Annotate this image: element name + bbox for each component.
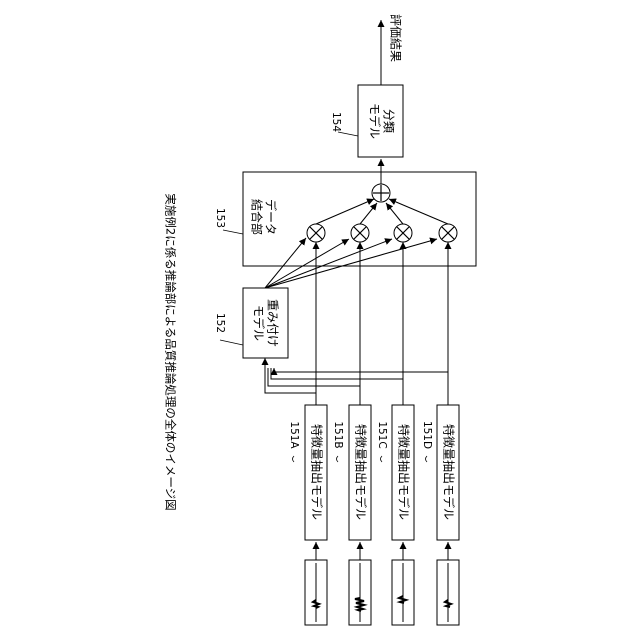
weighting-model-box: 重み付け モデル xyxy=(243,288,288,358)
multiply-circle-icon xyxy=(351,224,369,242)
feature-extractor-label: 特徴量抽出モデル xyxy=(354,424,369,520)
ref-label-151b: 151B xyxy=(332,421,344,448)
weighting-model-label-line1: 重み付け xyxy=(266,299,280,347)
multiply-circle-icon xyxy=(439,224,457,242)
feature-extractor-d: 特徴量抽出モデル xyxy=(437,405,459,540)
figure-caption: 実施例2に係る推論部による品質推論処理の全体のイメージ図 xyxy=(164,193,178,510)
ref-label-151c: 151C xyxy=(376,421,388,448)
signal-box-d xyxy=(437,560,459,625)
ref-label-153: 153 xyxy=(214,208,226,228)
signal-box-c xyxy=(392,560,414,625)
feature-extractor-label: 特徴量抽出モデル xyxy=(442,424,457,520)
ref-label-151d: 151D xyxy=(421,421,433,449)
feature-extractor-c: 特徴量抽出モデル xyxy=(392,405,414,540)
weighting-model-label-line2: モデル xyxy=(252,305,267,341)
feature-extractor-b: 特徴量抽出モデル xyxy=(349,405,371,540)
classification-model-label-line1: 分類 xyxy=(382,109,396,133)
ref-label-152: 152 xyxy=(214,313,226,333)
ref-label-151a: 151A xyxy=(288,421,300,449)
feature-extractor-label: 特徴量抽出モデル xyxy=(397,424,412,520)
signal-box-a xyxy=(305,560,327,625)
feature-extractor-label: 特徴量抽出モデル xyxy=(310,424,325,520)
plus-circle-icon xyxy=(372,184,390,202)
data-combiner-label-line2: 結合部 xyxy=(250,199,265,235)
ref-label-154: 154 xyxy=(330,112,342,132)
feature-extractor-a: 特徴量抽出モデル xyxy=(305,405,327,540)
signal-box-b xyxy=(349,560,371,625)
classification-model-label-line2: モデル xyxy=(368,103,383,139)
evaluation-result-label: 評価結果 xyxy=(389,14,404,62)
data-combiner-label-line1: データ xyxy=(264,199,279,235)
multiply-circle-icon xyxy=(307,224,325,242)
classification-model-box: 分類 モデル xyxy=(358,85,403,157)
multiply-circle-icon xyxy=(394,224,412,242)
